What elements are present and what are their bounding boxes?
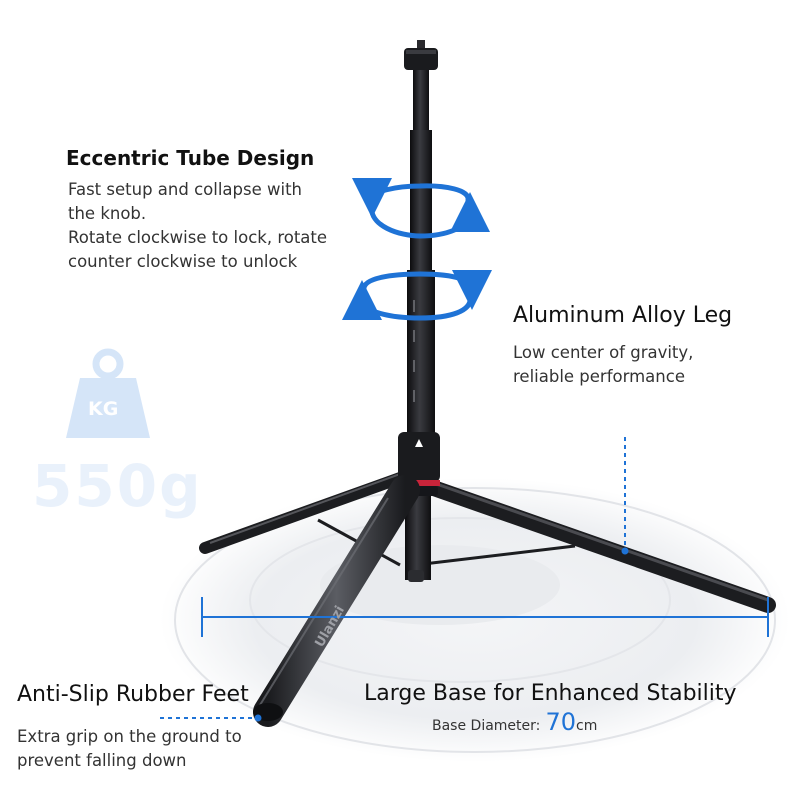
leg-callout-line (621, 437, 629, 555)
description-line: counter clockwise to unlock (68, 252, 298, 271)
description-line: Fast setup and collapse with (68, 180, 302, 199)
rotate-clockwise-icon (352, 177, 490, 239)
description-line: reliable performance (513, 367, 685, 386)
feet-callout-line (160, 714, 262, 722)
base-diameter-label: Base Diameter: (432, 718, 541, 734)
weight-icon-label: KG (88, 398, 119, 420)
aluminum-leg-title: Aluminum Alloy Leg (513, 303, 733, 328)
rubber-feet-title: Anti-Slip Rubber Feet (17, 682, 249, 707)
description-line: Low center of gravity, (513, 343, 694, 362)
top-mount-knob (404, 40, 438, 70)
description-line: Extra grip on the ground to (17, 727, 242, 746)
description-line: Rotate clockwise to lock, rotate (68, 228, 328, 247)
weight-kg-icon (66, 348, 150, 438)
description-line: prevent falling down (17, 751, 187, 770)
aluminum-leg-description: Low center of gravity, reliable performa… (513, 341, 693, 389)
base-diameter-unit: cm (576, 718, 598, 734)
weight-value: 550g (32, 452, 203, 520)
base-diameter-readout: Base Diameter: 70cm (432, 708, 597, 736)
rotate-counterclockwise-icon (342, 269, 492, 321)
description-line: the knob. (68, 204, 147, 223)
eccentric-tube-description: Fast setup and collapse with the knob. R… (68, 178, 327, 274)
back-right-leg (417, 477, 776, 613)
rubber-feet-description: Extra grip on the ground to prevent fall… (17, 725, 242, 773)
base-diameter-value: 70 (545, 708, 577, 736)
eccentric-tube-title: Eccentric Tube Design (66, 146, 315, 170)
base-diameter-dimension-line (201, 597, 769, 637)
floor-shadow-rings (160, 478, 790, 762)
back-left-leg (199, 472, 406, 554)
large-base-title: Large Base for Enhanced Stability (364, 681, 737, 706)
